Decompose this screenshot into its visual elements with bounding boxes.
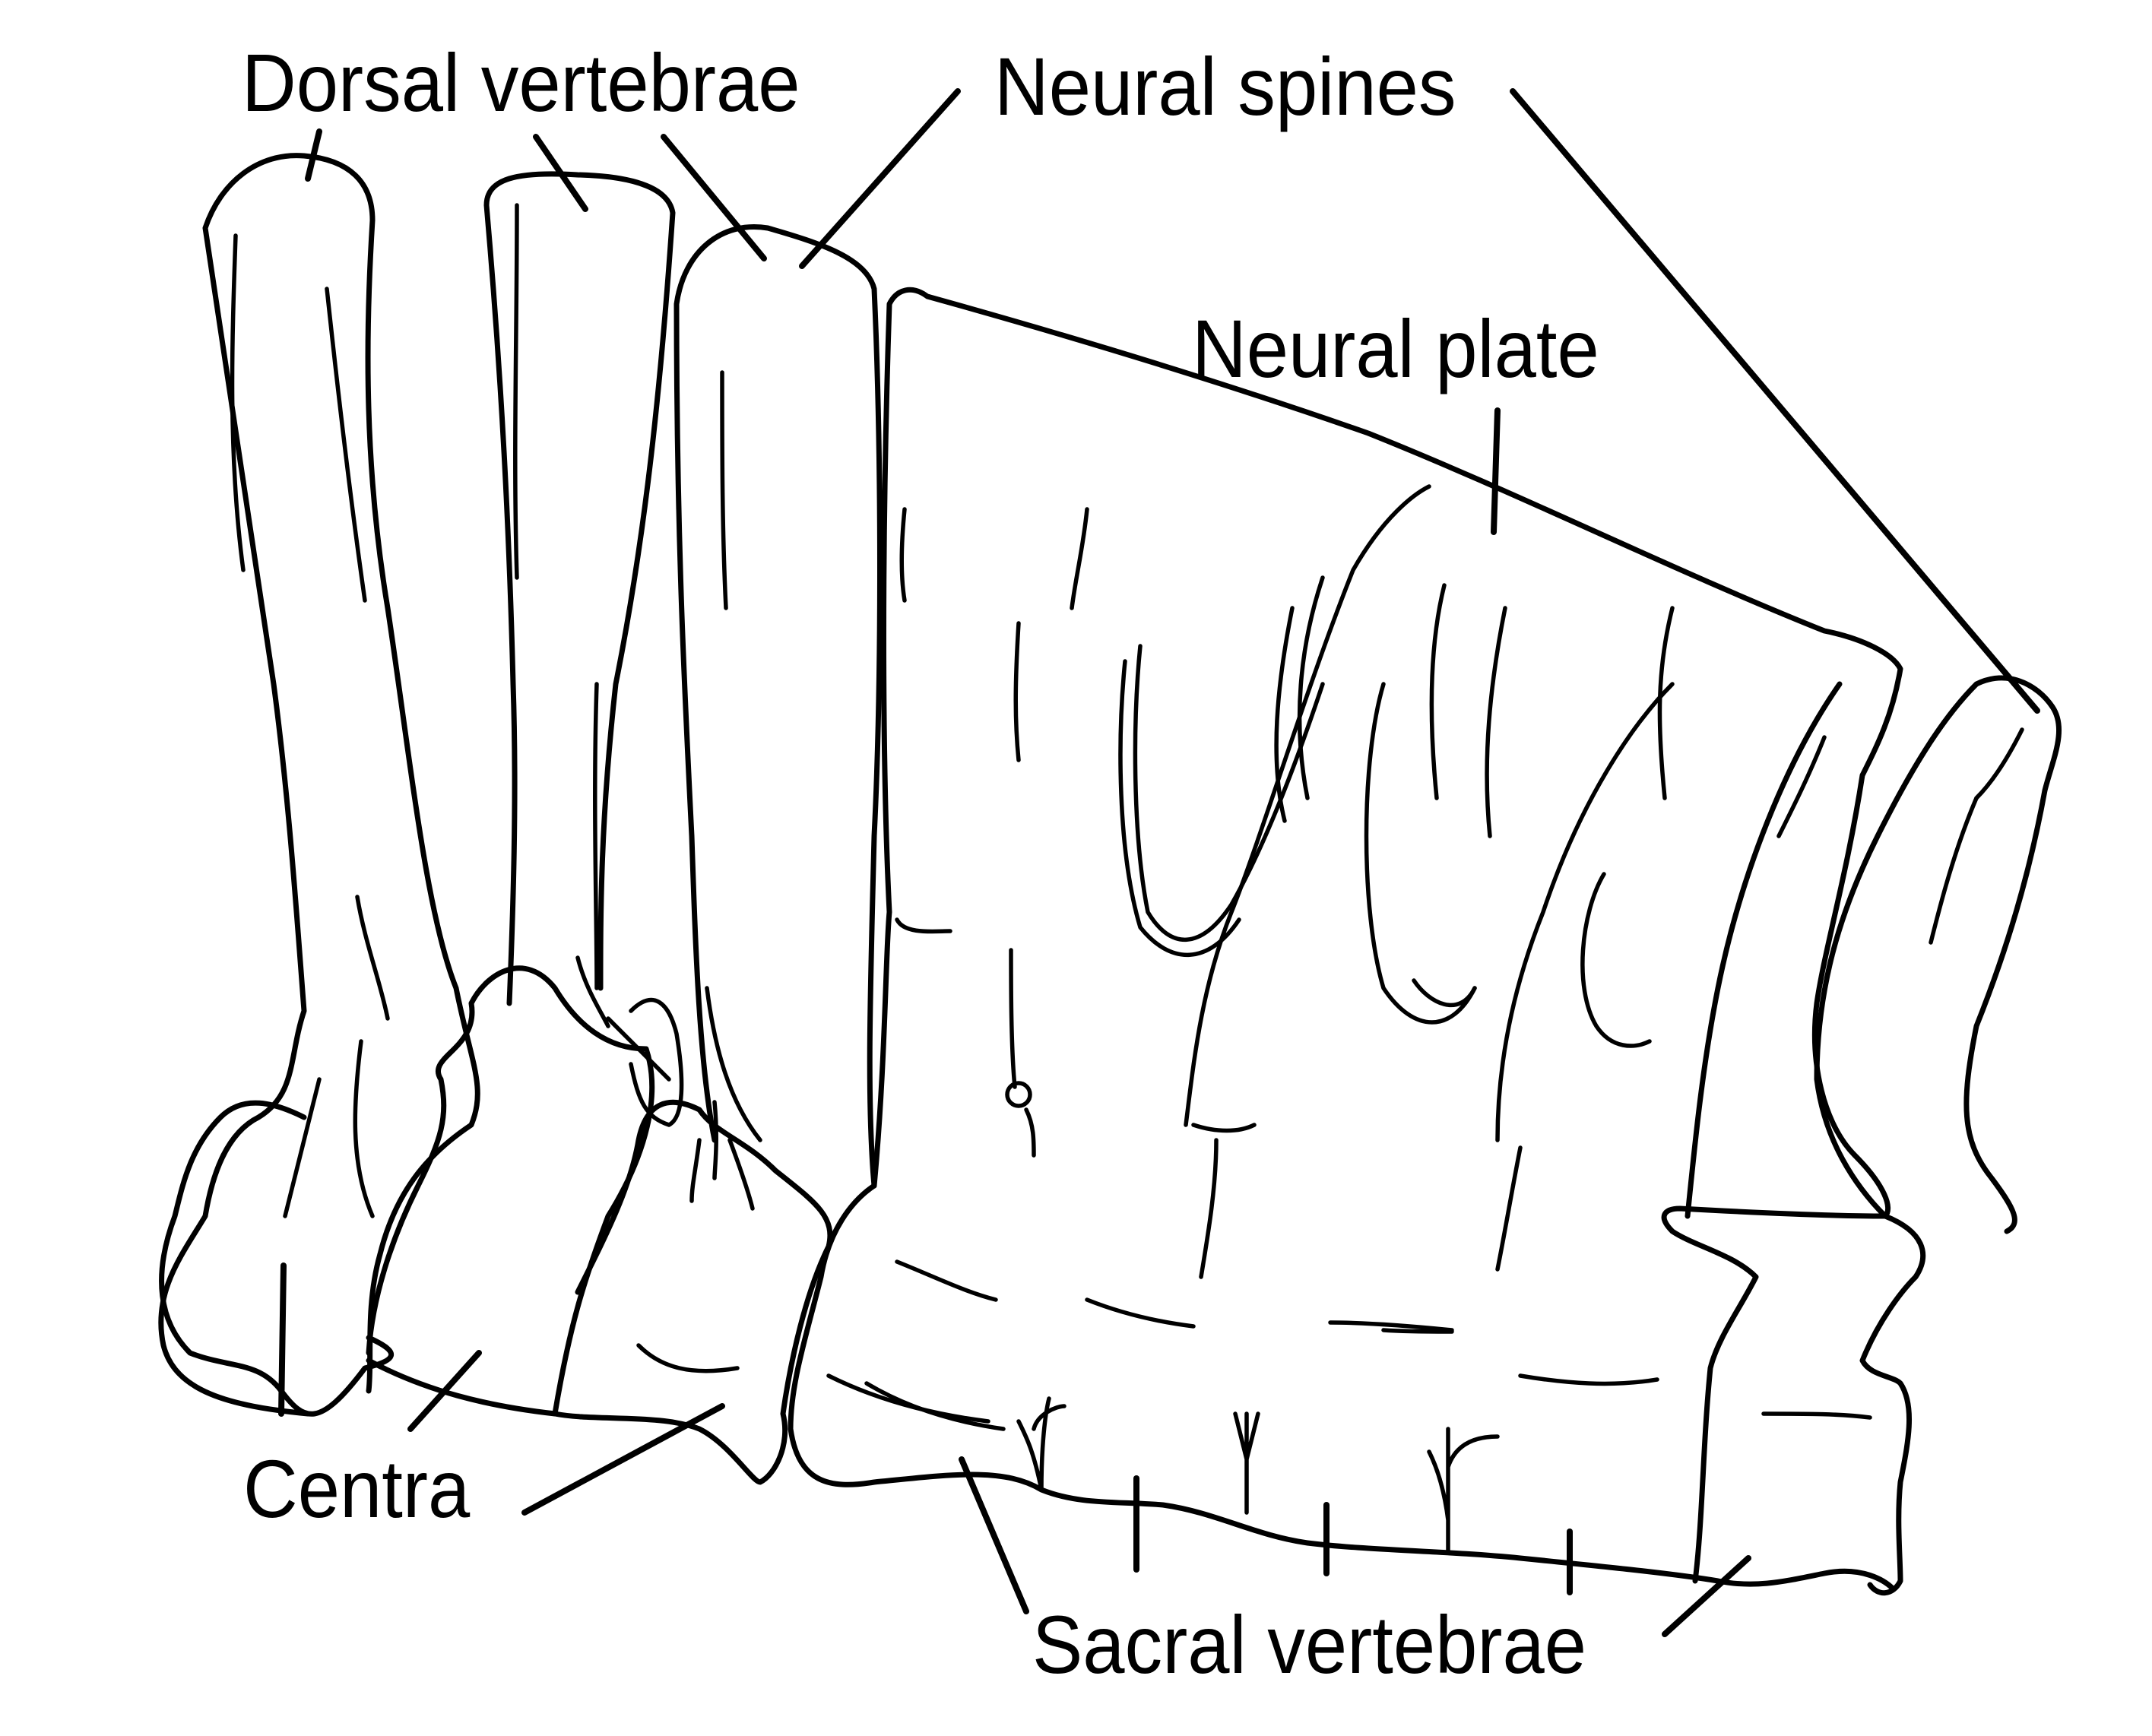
dorsal-spine-3 — [673, 224, 883, 1189]
plate-ridge — [1024, 1107, 1036, 1158]
sacral-spine-last — [1685, 681, 1843, 1219]
centrum-ridge — [1381, 1328, 1454, 1334]
label-neural-plate: Neural plate — [1192, 303, 1599, 394]
spine-1-ridge — [355, 895, 390, 1021]
suture — [1016, 1396, 1066, 1492]
spine-base — [1364, 682, 1477, 1025]
suture — [1427, 1427, 1500, 1553]
centrum-ridge — [895, 1259, 998, 1302]
leader-centra-1 — [278, 1262, 287, 1417]
label-neural-spines: Neural spines — [994, 40, 1456, 132]
centrum-ridge — [1761, 1411, 1872, 1420]
leader-sacral-5 — [1662, 1555, 1751, 1637]
spine-base — [1495, 682, 1675, 1142]
leader-neural-plate — [1491, 407, 1501, 535]
plate-ridge — [1495, 1145, 1523, 1272]
sacral-centra — [788, 1183, 1896, 1592]
suture — [1233, 1411, 1260, 1515]
leader-neural-spines-right — [1510, 88, 2040, 714]
plate-ridge — [895, 917, 952, 934]
label-dorsal-vertebrae: Dorsal vertebrae — [242, 36, 800, 128]
sacral-centrum-right — [1661, 1205, 1926, 1596]
spine-base — [1191, 1123, 1257, 1133]
plate-ridge — [1274, 606, 1295, 823]
spine-2-ridge — [575, 955, 610, 1028]
plate-ridge — [1429, 583, 1447, 800]
centrum-dorsal-2 — [366, 965, 655, 1417]
plate-ridge — [1070, 507, 1089, 610]
spine-ridge — [1929, 796, 1979, 945]
spine-ridge — [1974, 727, 2024, 800]
zygapophysis — [629, 997, 684, 1127]
spine-base — [1580, 872, 1652, 1048]
leader-sacral-1 — [959, 1456, 1029, 1614]
centrum-ridge — [1085, 1297, 1196, 1329]
rib-facet — [712, 1100, 718, 1180]
spine-1-ridge — [230, 233, 246, 572]
spine-1-ridge — [325, 287, 367, 603]
plate-ridge — [1297, 575, 1325, 800]
plate-ridge — [1657, 606, 1675, 800]
leader-dorsal-3 — [661, 134, 767, 261]
spine-3-ridge — [720, 370, 728, 610]
centrum-ridge — [864, 1381, 1006, 1431]
spine-1-ridge — [353, 1039, 375, 1218]
centrum-ridge — [826, 1373, 990, 1424]
neural-plate — [871, 287, 1903, 1219]
spine-3-ridge — [705, 986, 762, 1142]
spine-base — [1184, 484, 1431, 1127]
spine-1-ridge — [283, 1077, 322, 1218]
centrum-ridge — [636, 1343, 740, 1373]
centrum-dorsal-1 — [159, 1100, 394, 1417]
leader-neural-spines-left — [799, 88, 961, 269]
leader-centra-2 — [407, 1350, 482, 1432]
leader-centra-3 — [521, 1403, 725, 1516]
leader-dorsal-1 — [305, 128, 322, 182]
spine-ridge — [1776, 735, 1827, 838]
sacral-spine-right — [1814, 675, 2062, 1234]
dorsal-spine-1 — [158, 153, 480, 1417]
centrum-ridge — [1328, 1320, 1454, 1332]
zygapophysis — [606, 1016, 671, 1082]
plate-ridge — [899, 507, 907, 603]
dorsal-spine-2 — [483, 171, 676, 1006]
spine-base — [1412, 978, 1477, 1008]
spine-2-ridge — [513, 203, 519, 580]
plate-ridge — [1013, 621, 1021, 762]
centrum-ridge — [1518, 1373, 1659, 1386]
spine-base — [1133, 644, 1325, 942]
plate-ridge — [1199, 1138, 1219, 1279]
rib-facet — [727, 1138, 755, 1211]
spine-base — [1118, 659, 1241, 957]
plate-ridge — [1485, 606, 1507, 838]
plate-ridge — [1009, 948, 1017, 1089]
spine-2-ridge — [593, 682, 599, 990]
rib-facet — [689, 1138, 702, 1203]
foramen — [1005, 1081, 1032, 1108]
label-centra: Centra — [243, 1443, 471, 1535]
label-sacral-vertebrae: Sacral vertebrae — [1032, 1598, 1586, 1690]
leader-dorsal-2 — [533, 134, 588, 212]
